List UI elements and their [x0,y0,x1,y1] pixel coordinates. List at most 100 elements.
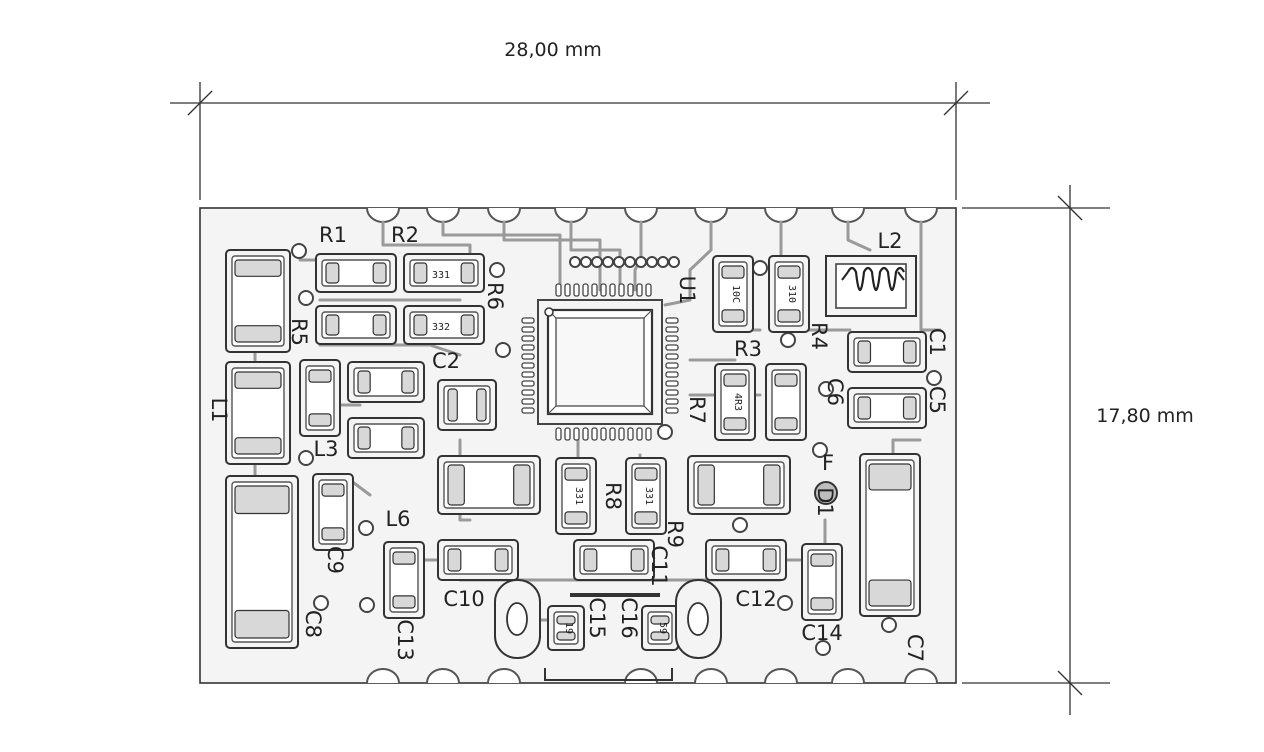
via [635,256,647,268]
part-code-c16: 59 [657,622,668,634]
c14-body [801,543,843,621]
designator-l6: L6 [385,507,410,531]
part-code-r3: 10C [730,285,741,303]
designator-r9: R9 [663,520,687,548]
via [668,256,680,268]
r8b-body [625,457,667,535]
via [777,595,793,611]
vias [291,243,942,656]
c3-body [299,359,341,437]
r8a-body [555,457,597,535]
via [489,262,505,278]
designator-r3: R3 [734,337,762,361]
designator-r4: R4 [807,322,831,350]
designator-f: F [822,451,834,475]
designator-r1: R1 [319,223,347,247]
designator-r6: R6 [483,282,507,310]
designator-r8: R8 [601,482,625,510]
c15-body [547,605,585,651]
via [732,517,748,533]
designator-c10: C10 [443,587,484,611]
via [780,332,796,348]
c13-body [383,541,425,619]
designator-c7: C7 [903,634,927,662]
height-dimension-label: 17,80 mm [1096,405,1193,427]
designator-r7: R7 [685,396,709,424]
c2-body [437,379,497,431]
via [646,256,658,268]
c11-body [573,539,655,581]
c6-body [765,363,807,441]
height-dimension: 17,80 mm [962,185,1194,715]
l1-body [225,361,291,465]
designator-l1: L1 [207,397,231,422]
via [926,370,942,386]
c9-body [312,473,354,551]
designator-l2: L2 [877,229,902,253]
c8-body [225,475,299,649]
ic-u1: U1 [521,276,699,441]
designator-l3: L3 [313,437,338,461]
designator-c12: C12 [735,587,776,611]
c1-body [847,331,927,373]
r3-body [712,255,754,333]
via [591,256,603,268]
designator-c8: C8 [301,610,325,638]
designator-r5: R5 [287,318,311,346]
via [298,290,314,306]
via [358,520,374,536]
r7-body [714,363,756,441]
led-d1 [814,481,838,505]
l3-body [437,455,541,515]
part-code-r7: 4R3 [732,393,743,411]
via [580,256,592,268]
designator-c6: C6 [823,378,847,406]
via [657,256,669,268]
part-code-r8a: 331 [573,487,584,505]
designator-c16: C16 [617,597,641,638]
designator-c13: C13 [393,619,417,660]
designator-c1: C1 [925,328,949,356]
r6-body [315,305,397,345]
via [495,342,511,358]
components [225,249,927,651]
width-dimension-label: 28,00 mm [504,39,601,61]
via [359,597,375,613]
c7-body [859,453,921,617]
designator-d1: D1 [813,487,837,517]
part-code-r8b: 331 [643,487,654,505]
designator-c5: C5 [925,386,949,414]
via [313,595,329,611]
l6-body [687,455,791,515]
via [298,450,314,466]
r6b-body [403,305,485,345]
via [818,381,834,397]
r2-body [403,253,485,293]
r5-body [225,249,291,353]
designator-c14: C14 [801,621,842,645]
r1-body [315,253,397,293]
designator-c15: C15 [585,597,609,638]
part-code-r2: 332 [432,322,450,333]
via [815,640,831,656]
via [602,256,614,268]
designator-c2: C2 [432,349,460,373]
designator-c9: C9 [323,546,347,574]
c10-body [437,539,519,581]
part-code-c15: 19 [563,622,574,634]
c2a-body [347,361,425,403]
part-code-r1: 331 [432,270,450,281]
width-dimension: 28,00 mm [170,39,990,200]
c2b-body [347,417,425,459]
via [613,256,625,268]
designator-c11: C11 [647,545,671,586]
via [752,260,768,276]
via [624,256,636,268]
c5-body [847,387,927,429]
crystal-oval-pads [494,579,722,681]
via [881,617,897,633]
inductor-l2 [825,255,917,317]
